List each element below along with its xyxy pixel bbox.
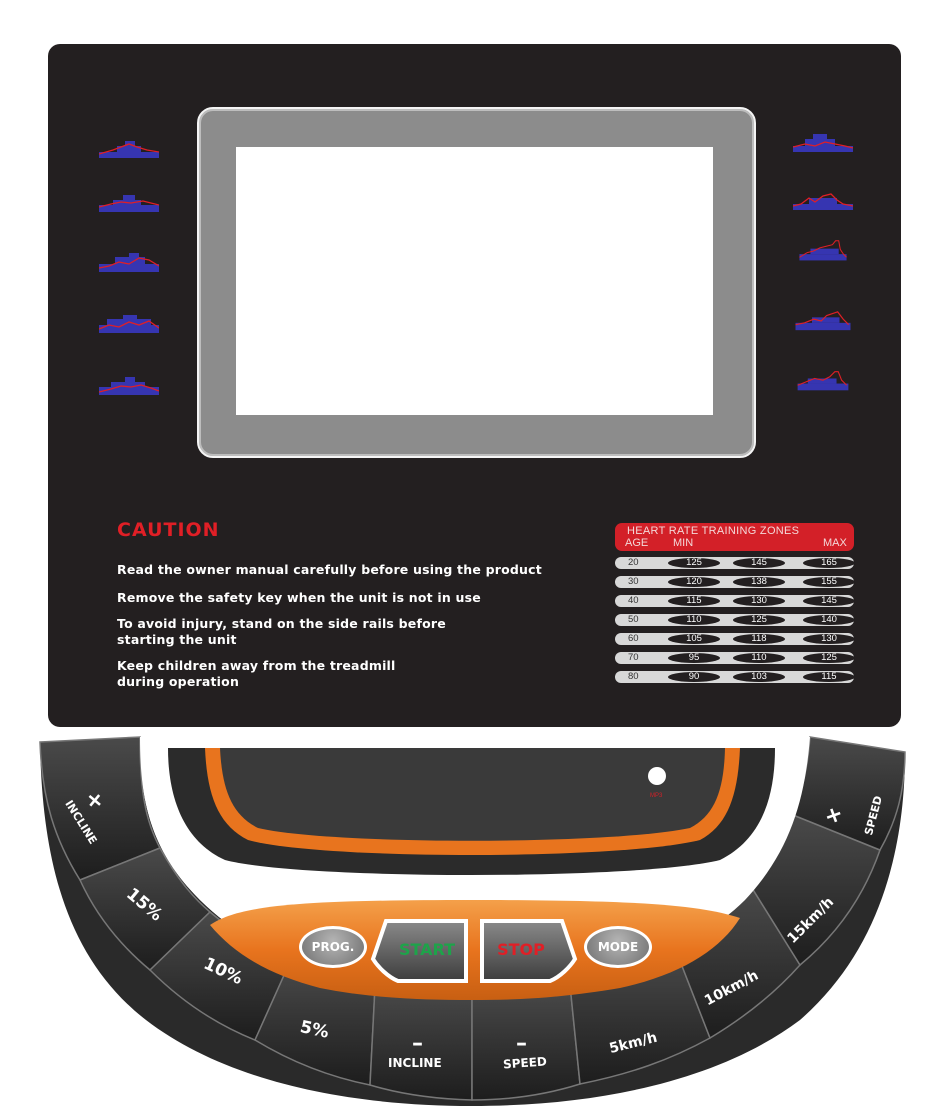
mid-cell: 138 — [733, 577, 785, 587]
age-cell: 20 — [628, 557, 639, 568]
caution-line: during operation — [117, 674, 240, 689]
caution-line: Remove the safety key when the unit is n… — [117, 590, 481, 605]
program-profile-icon — [99, 315, 159, 333]
mid-cell: 130 — [733, 596, 785, 606]
mid-cell: 118 — [733, 634, 785, 644]
mid-cell: 145 — [733, 558, 785, 568]
program-profile-icon — [99, 377, 159, 395]
min-cell: 125 — [668, 558, 720, 568]
program-profile-icon — [793, 193, 853, 210]
stop-button-label: STOP — [497, 940, 545, 959]
caution-line: To avoid injury, stand on the side rails… — [117, 616, 446, 631]
lcd-screen — [236, 147, 713, 415]
prog-button[interactable]: PROG. — [299, 926, 367, 968]
mid-cell: 110 — [733, 653, 785, 663]
mode-button-label: MODE — [597, 940, 639, 954]
max-cell: 145 — [803, 596, 855, 606]
heart-rate-row: 60 105 118 130 — [615, 633, 855, 645]
min-cell: 120 — [668, 577, 720, 587]
age-cell: 60 — [628, 633, 639, 644]
program-profile-icon — [99, 253, 159, 272]
heart-rate-title: HEART RATE TRAINING ZONES — [627, 525, 800, 537]
age-cell: 70 — [628, 652, 639, 663]
min-cell: 95 — [668, 653, 720, 663]
heart-rate-row: 40 115 130 145 — [615, 595, 855, 607]
max-cell: 155 — [803, 577, 855, 587]
program-profile-icon — [793, 134, 853, 152]
min-cell: 90 — [668, 672, 720, 682]
mid-cell: 103 — [733, 672, 785, 682]
age-cell: 30 — [628, 576, 639, 587]
col-age: AGE — [625, 537, 649, 549]
heart-rate-row: 80 90 103 115 — [615, 671, 855, 683]
stop-button-shape — [480, 919, 578, 983]
col-min: MIN — [673, 537, 694, 549]
max-cell: 115 — [803, 672, 855, 682]
heart-rate-row: 50 110 125 140 — [615, 614, 855, 626]
mode-button[interactable]: MODE — [584, 926, 652, 968]
age-cell: 50 — [628, 614, 639, 625]
heart-rate-row: 30 120 138 155 — [615, 576, 855, 588]
program-profile-icon — [99, 195, 159, 212]
max-cell: 165 — [803, 558, 855, 568]
program-profile-icon — [99, 141, 159, 158]
age-cell: 80 — [628, 671, 639, 682]
col-max: MAX — [823, 537, 847, 549]
min-cell: 115 — [668, 596, 720, 606]
start-button-shape — [370, 919, 468, 983]
age-cell: 40 — [628, 595, 639, 606]
caution-line: starting the unit — [117, 632, 237, 647]
mid-cell: 125 — [733, 615, 785, 625]
program-profile-icon — [795, 311, 851, 331]
prog-button-label: PROG. — [311, 940, 355, 954]
heart-rate-row: 70 95 110 125 — [615, 652, 855, 664]
mp3-jack-icon[interactable] — [648, 767, 666, 785]
stop-button[interactable]: STOP — [478, 917, 578, 985]
program-profile-icon — [797, 371, 849, 391]
caution-title: CAUTION — [117, 519, 220, 541]
start-button[interactable]: START — [370, 917, 470, 985]
max-cell: 140 — [803, 615, 855, 625]
console-base — [39, 736, 906, 1106]
min-cell: 110 — [668, 615, 720, 625]
caution-line: Keep children away from the treadmill — [117, 658, 396, 673]
start-button-label: START — [398, 940, 456, 959]
program-profile-icon — [799, 240, 847, 261]
heart-rate-table-header: HEART RATE TRAINING ZONES AGE MIN MAX — [615, 523, 854, 551]
max-cell: 130 — [803, 634, 855, 644]
min-cell: 105 — [668, 634, 720, 644]
caution-line: Read the owner manual carefully before u… — [117, 562, 542, 577]
max-cell: 125 — [803, 653, 855, 663]
heart-rate-row: 20 125 145 165 — [615, 557, 855, 569]
